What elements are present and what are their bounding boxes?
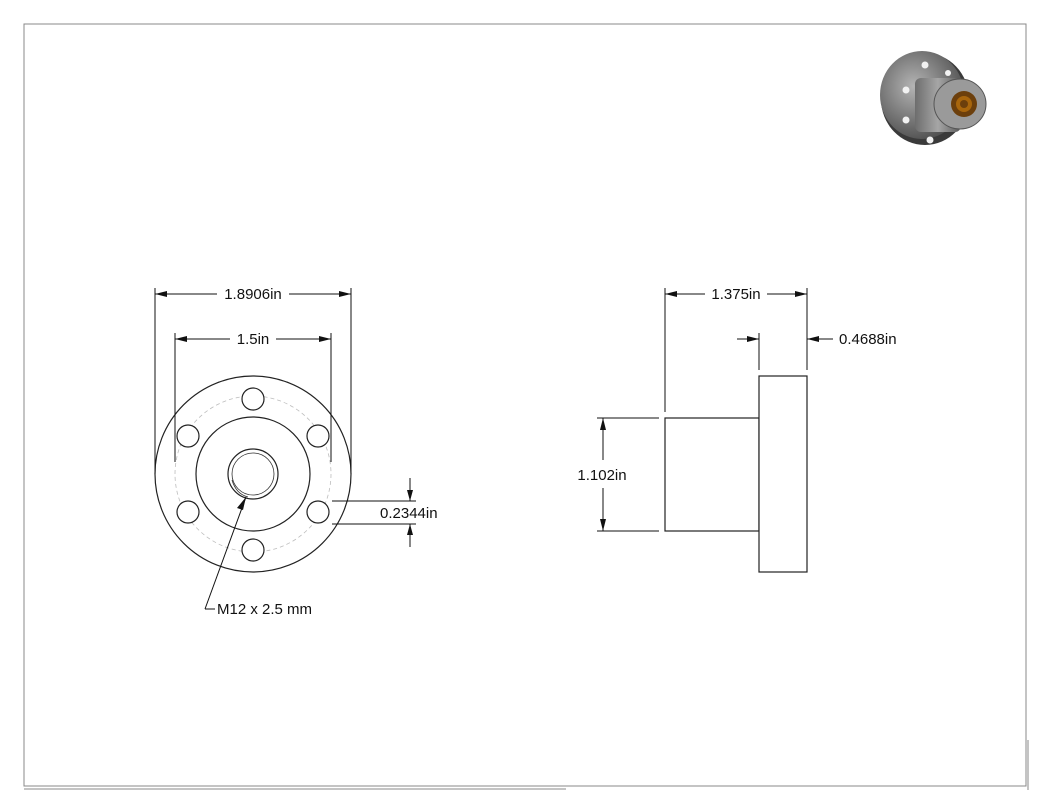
dimension-flange-thickness: 0.4688in xyxy=(737,331,897,370)
thread-major xyxy=(227,448,279,500)
dim-outer-diameter-text: 1.8906in xyxy=(224,286,282,303)
dim-flange-thickness-text: 0.4688in xyxy=(839,331,897,348)
iso-bolt-hole xyxy=(945,70,951,76)
iso-bolt-hole xyxy=(921,61,929,69)
thread-break xyxy=(231,479,249,498)
dim-overall-length-text: 1.375in xyxy=(711,286,760,303)
dimension-hole: 0.2344in xyxy=(332,478,438,547)
isometric-view xyxy=(880,51,987,145)
drawing-border xyxy=(23,23,1027,787)
dimension-overall-length: 1.375in xyxy=(664,286,808,412)
bolt-hole xyxy=(176,500,200,524)
dimension-bolt-circle: 1.5in xyxy=(174,331,332,462)
dim-hole-text: 0.2344in xyxy=(380,505,438,522)
iso-bolt-hole xyxy=(926,136,934,144)
dim-bolt-circle-text: 1.5in xyxy=(237,331,270,348)
thread-minor xyxy=(231,452,275,496)
iso-bolt-hole xyxy=(902,116,910,124)
dimension-body-diameter: 1.102in xyxy=(577,417,659,532)
bolt-hole xyxy=(241,387,265,411)
dim-body-diameter-text: 1.102in xyxy=(577,467,626,484)
dimension-outer-diameter: 1.8906in xyxy=(154,286,352,474)
side-view: 1.375in 0.4688in 1.102in xyxy=(577,286,897,573)
bolt-hole xyxy=(176,424,200,448)
side-body xyxy=(664,417,760,532)
bolt-hole xyxy=(306,500,330,524)
bolt-hole xyxy=(241,538,265,562)
thread-callout-leader: M12 x 2.5 mm xyxy=(204,496,312,618)
front-view: 1.8906in 1.5in 0.2344in M12 x xyxy=(154,286,438,618)
bolt-hole xyxy=(306,424,330,448)
iso-bolt-hole xyxy=(902,86,910,94)
side-flange xyxy=(758,375,808,573)
thread-callout-text: M12 x 2.5 mm xyxy=(217,601,312,618)
